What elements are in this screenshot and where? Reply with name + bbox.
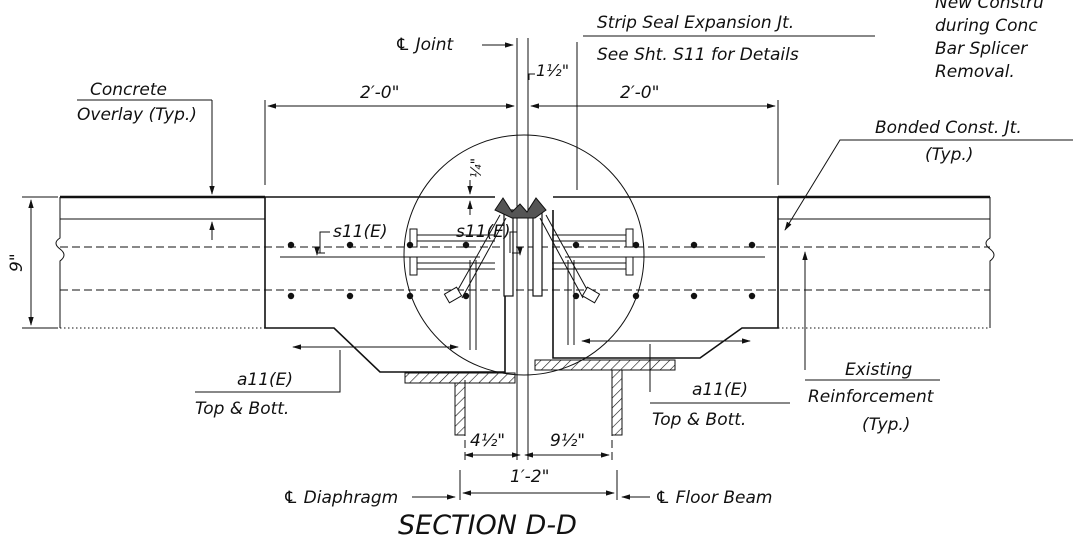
joint-centerlines [516, 38, 529, 460]
bonded-typ-label: (Typ.) [925, 145, 973, 165]
dim-gap-label: 1½" [536, 61, 569, 80]
quarter-label: ¼" [469, 158, 485, 178]
bonded-label: Bonded Const. Jt. [875, 118, 1022, 138]
note-line-4: Removal. [935, 62, 1015, 82]
diaphragm-cl-label: ℄ Diaphragm [283, 488, 398, 508]
labels: ℄ Joint Strip Seal Expansion Jt. See Sht… [7, 0, 1073, 535]
strip-seal-label: Strip Seal Expansion Jt. [597, 13, 794, 33]
a11-left-note: Top & Bott. [195, 399, 289, 419]
note-line-3: Bar Splicer [935, 39, 1028, 59]
dim-1-2-label: 1′-2" [510, 467, 549, 487]
a11-right-note: Top & Bott. [652, 410, 746, 430]
existing-deck [55, 195, 995, 329]
joint-cl-label: ℄ Joint [395, 35, 455, 55]
strip-seal-ref-label: See Sht. S11 for Details [597, 45, 799, 65]
depth-label: 9" [7, 253, 27, 272]
overlay-label: Overlay (Typ.) [77, 105, 197, 125]
section-title: SECTION D-D [398, 510, 577, 535]
supporting-steel [404, 359, 676, 460]
a11-right-label: a11(E) [692, 380, 748, 400]
existing-label: Existing [845, 360, 913, 380]
dimensions [22, 100, 779, 500]
dim-right-label: 2′-0" [620, 83, 659, 103]
s11-right-label: s11(E) [456, 222, 511, 242]
note-line-2: during Conc [935, 16, 1038, 36]
rebar-dots [287, 241, 756, 300]
s11-left-label: s11(E) [333, 222, 388, 242]
strip-seal [409, 197, 634, 304]
dim-left-label: 2′-0" [360, 83, 399, 103]
new-concrete-section [264, 134, 779, 376]
leaders [77, 42, 940, 500]
note-line-1: New Constru [935, 0, 1044, 13]
reinforcement-label: Reinforcement [808, 387, 935, 407]
a11-left-label: a11(E) [237, 370, 293, 390]
vertical-bars [469, 260, 575, 350]
existing-typ-label: (Typ.) [862, 415, 910, 435]
dim-9half-label: 9½" [550, 431, 585, 451]
concrete-label: Concrete [90, 80, 167, 100]
dim-4half-label: 4½" [470, 431, 505, 451]
floorbeam-cl-label: ℄ Floor Beam [655, 488, 772, 508]
